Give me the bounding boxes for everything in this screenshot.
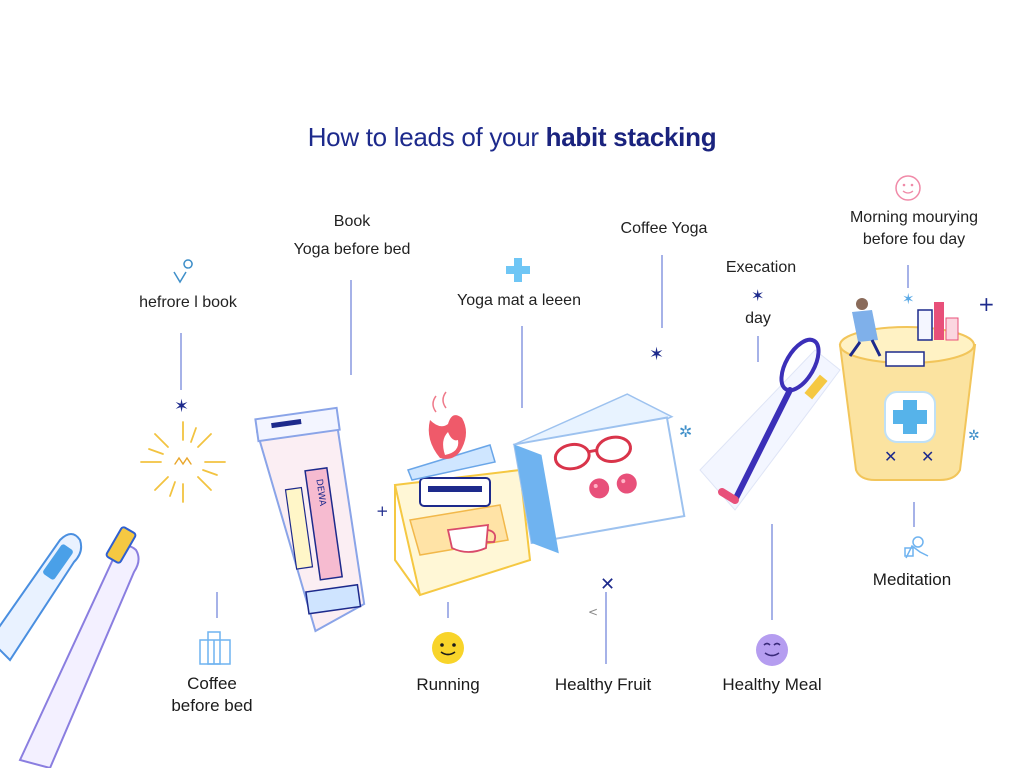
label-coffee-line1: Coffee xyxy=(187,674,237,693)
smiley-yellow-icon xyxy=(432,632,464,664)
arrow-mark-icon: < xyxy=(588,605,598,619)
star-icon: ✶ xyxy=(174,396,189,417)
plus-icon: + xyxy=(978,292,995,316)
spoon-icon xyxy=(699,337,841,511)
tube-text: DEWA xyxy=(313,478,327,507)
cross-icon: ✕ xyxy=(884,447,897,466)
smiley-outline-icon xyxy=(895,175,921,201)
label-healthy-meal: Healthy Meal xyxy=(722,675,822,694)
connector-lines xyxy=(180,255,915,664)
sparkle-icon: ✶ xyxy=(902,290,915,308)
star-icon: ✶ xyxy=(649,344,664,365)
label-healthy-fruit: Healthy Fruit xyxy=(554,675,652,694)
toothbrush-icon xyxy=(0,526,140,768)
label-coffee-yoga: Coffee Yoga xyxy=(620,220,708,237)
plus-icon: + xyxy=(376,502,389,520)
book-stack-icon xyxy=(393,391,532,597)
label-coffee-line2: before bed xyxy=(171,696,253,715)
label-meditation: Meditation xyxy=(872,570,952,589)
star-icon: ✕ xyxy=(600,574,615,595)
sparkle-icon: ✲ xyxy=(679,422,692,441)
label-morning: Morning mourying before fou day xyxy=(834,207,994,251)
small-icons xyxy=(173,175,929,666)
toothpaste-tube-icon: DEWA xyxy=(254,406,366,633)
smiley-purple-icon xyxy=(756,634,788,666)
label-book-line2: Yoga before bed xyxy=(293,241,411,258)
sparkle-marks: ✶ ✶ ✶ ✕ + + ✦ ✲ ✶ + ✲ < xyxy=(174,286,995,619)
building-icon xyxy=(199,631,231,665)
label-coffee-before-bed: Coffee before bed xyxy=(152,673,272,717)
label-book-yoga: Book Yoga before bed xyxy=(272,211,432,261)
title-part-regular: How to leads of your xyxy=(307,122,539,152)
label-morning-line2: before fou day xyxy=(862,231,966,248)
hook-icon xyxy=(173,259,193,284)
label-morning-line1: Morning mourying xyxy=(849,209,979,226)
habit-cup-icon: ✕ ✕ xyxy=(838,298,977,481)
label-hefrore-book: hefrore l book xyxy=(139,294,237,311)
title-part-bold: habit stacking xyxy=(545,122,717,152)
meditation-icon xyxy=(904,536,929,559)
label-running: Running xyxy=(416,675,480,694)
sun-burst-icon xyxy=(140,421,226,503)
page-title: How to leads of your habit stacking xyxy=(0,122,1024,153)
label-yoga-mat: Yoga mat a leeen xyxy=(457,292,581,309)
glasses-box-icon xyxy=(512,393,686,554)
star-icon: ✶ xyxy=(751,286,764,305)
label-day: day xyxy=(745,310,771,327)
cross-icon: ✕ xyxy=(921,447,934,466)
label-execation: Execation xyxy=(725,259,797,276)
sparkle-icon: ✲ xyxy=(968,428,980,444)
medical-plus-icon xyxy=(506,258,530,282)
label-book-line1: Book xyxy=(333,213,371,230)
